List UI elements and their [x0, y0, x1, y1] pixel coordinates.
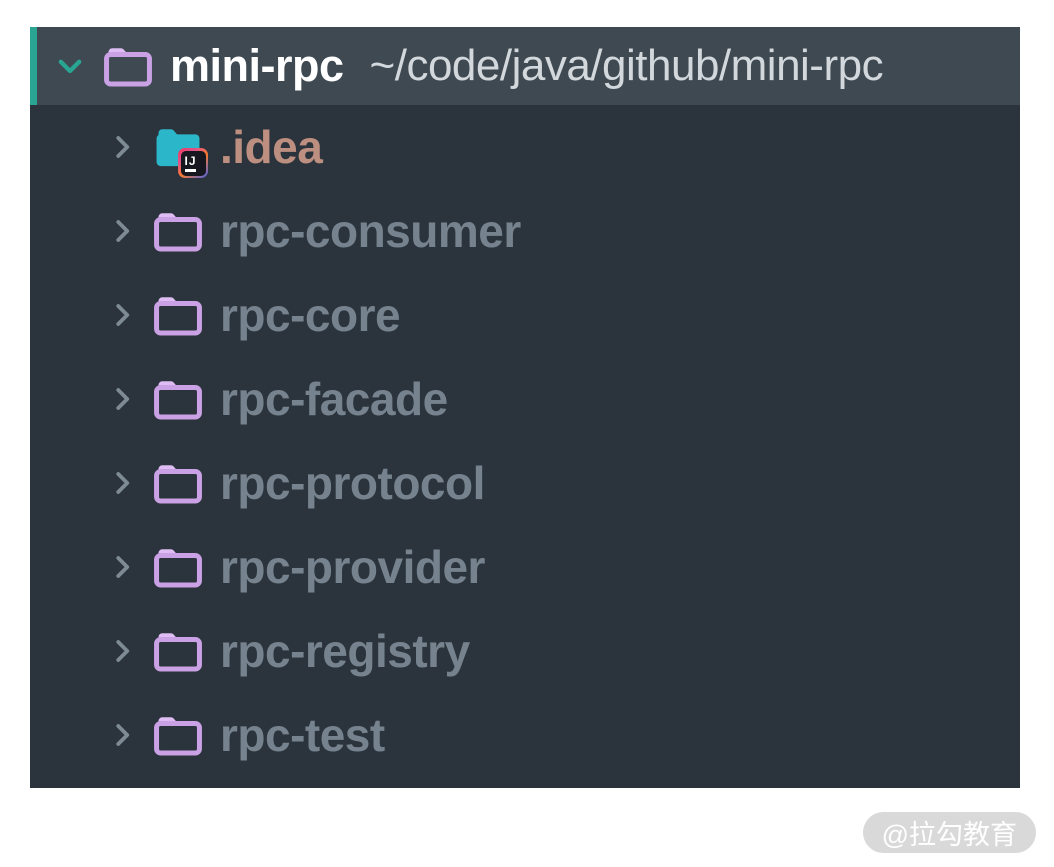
- tree-row-rpc-facade[interactable]: rpc-facade: [30, 357, 1020, 441]
- intellij-logo-badge: IJ: [178, 148, 208, 178]
- folder-label: rpc-protocol: [220, 457, 485, 509]
- folder-icon: [102, 42, 154, 90]
- chevron-right-icon[interactable]: [104, 633, 140, 669]
- folder-icon: [152, 207, 204, 255]
- chevron-right-icon[interactable]: [104, 129, 140, 165]
- tree-row-rpc-protocol[interactable]: rpc-protocol: [30, 441, 1020, 525]
- idea-config-folder-icon: IJ: [152, 123, 208, 178]
- chevron-right-icon[interactable]: [104, 717, 140, 753]
- folder-icon: [152, 375, 204, 423]
- chevron-right-icon[interactable]: [104, 549, 140, 585]
- folder-icon: [152, 711, 204, 759]
- chevron-right-icon[interactable]: [104, 465, 140, 501]
- chevron-right-icon[interactable]: [104, 297, 140, 333]
- folder-label: rpc-test: [220, 709, 385, 761]
- folder-icon: [152, 627, 204, 675]
- tree-row-rpc-test[interactable]: rpc-test: [30, 693, 1020, 777]
- folder-icon: [152, 543, 204, 591]
- tree-row-rpc-core[interactable]: rpc-core: [30, 273, 1020, 357]
- project-tree-panel: mini-rpc ~/code/java/github/mini-rpc IJ …: [30, 27, 1020, 788]
- folder-label: rpc-provider: [220, 541, 485, 593]
- folder-icon: [152, 459, 204, 507]
- folder-label: rpc-core: [220, 289, 401, 341]
- tree-row-rpc-registry[interactable]: rpc-registry: [30, 609, 1020, 693]
- tree-row-rpc-provider[interactable]: rpc-provider: [30, 525, 1020, 609]
- folder-label: rpc-consumer: [220, 205, 521, 257]
- tree-row-root[interactable]: mini-rpc ~/code/java/github/mini-rpc: [30, 27, 1020, 105]
- chevron-down-icon[interactable]: [50, 46, 90, 86]
- tree-row-rpc-consumer[interactable]: rpc-consumer: [30, 189, 1020, 273]
- project-root-path: ~/code/java/github/mini-rpc: [369, 41, 884, 90]
- folder-icon: [152, 291, 204, 339]
- watermark-text: @拉勾教育: [881, 820, 1017, 850]
- chevron-right-icon[interactable]: [104, 381, 140, 417]
- folder-label: rpc-registry: [220, 625, 470, 677]
- watermark-badge: @拉勾教育: [862, 812, 1036, 853]
- project-root-name: mini-rpc: [170, 40, 344, 91]
- folder-label: rpc-facade: [220, 373, 448, 425]
- chevron-right-icon[interactable]: [104, 213, 140, 249]
- tree-row-idea[interactable]: IJ .idea: [30, 105, 1020, 189]
- folder-label: .idea: [220, 121, 323, 173]
